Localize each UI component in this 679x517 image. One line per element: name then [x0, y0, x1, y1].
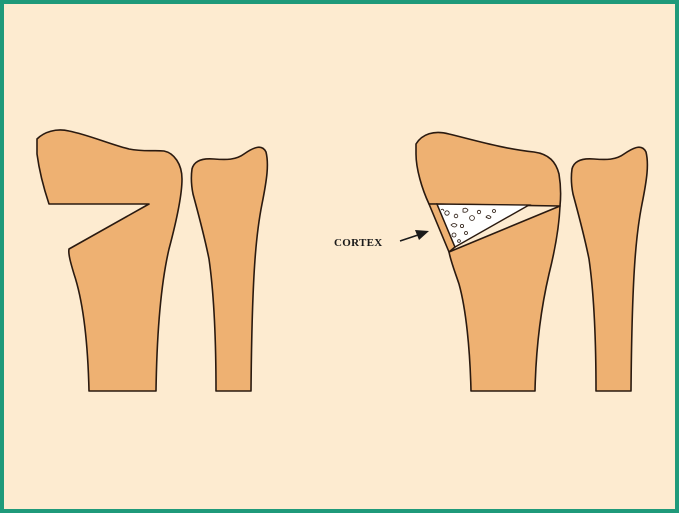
left-radius	[37, 130, 182, 391]
right-ulna	[571, 147, 647, 391]
cortex-callout: CORTEX	[334, 230, 429, 249]
left-ulna	[191, 147, 267, 391]
cortex-arrow-head	[415, 230, 429, 240]
cortex-arrow-line	[400, 235, 418, 241]
cortex-label: CORTEX	[334, 237, 382, 249]
left-bone-pair	[37, 130, 267, 391]
right-distal-fragment	[416, 132, 561, 206]
right-bone-pair	[416, 132, 647, 391]
osteotomy-diagram: CORTEX	[4, 4, 679, 517]
